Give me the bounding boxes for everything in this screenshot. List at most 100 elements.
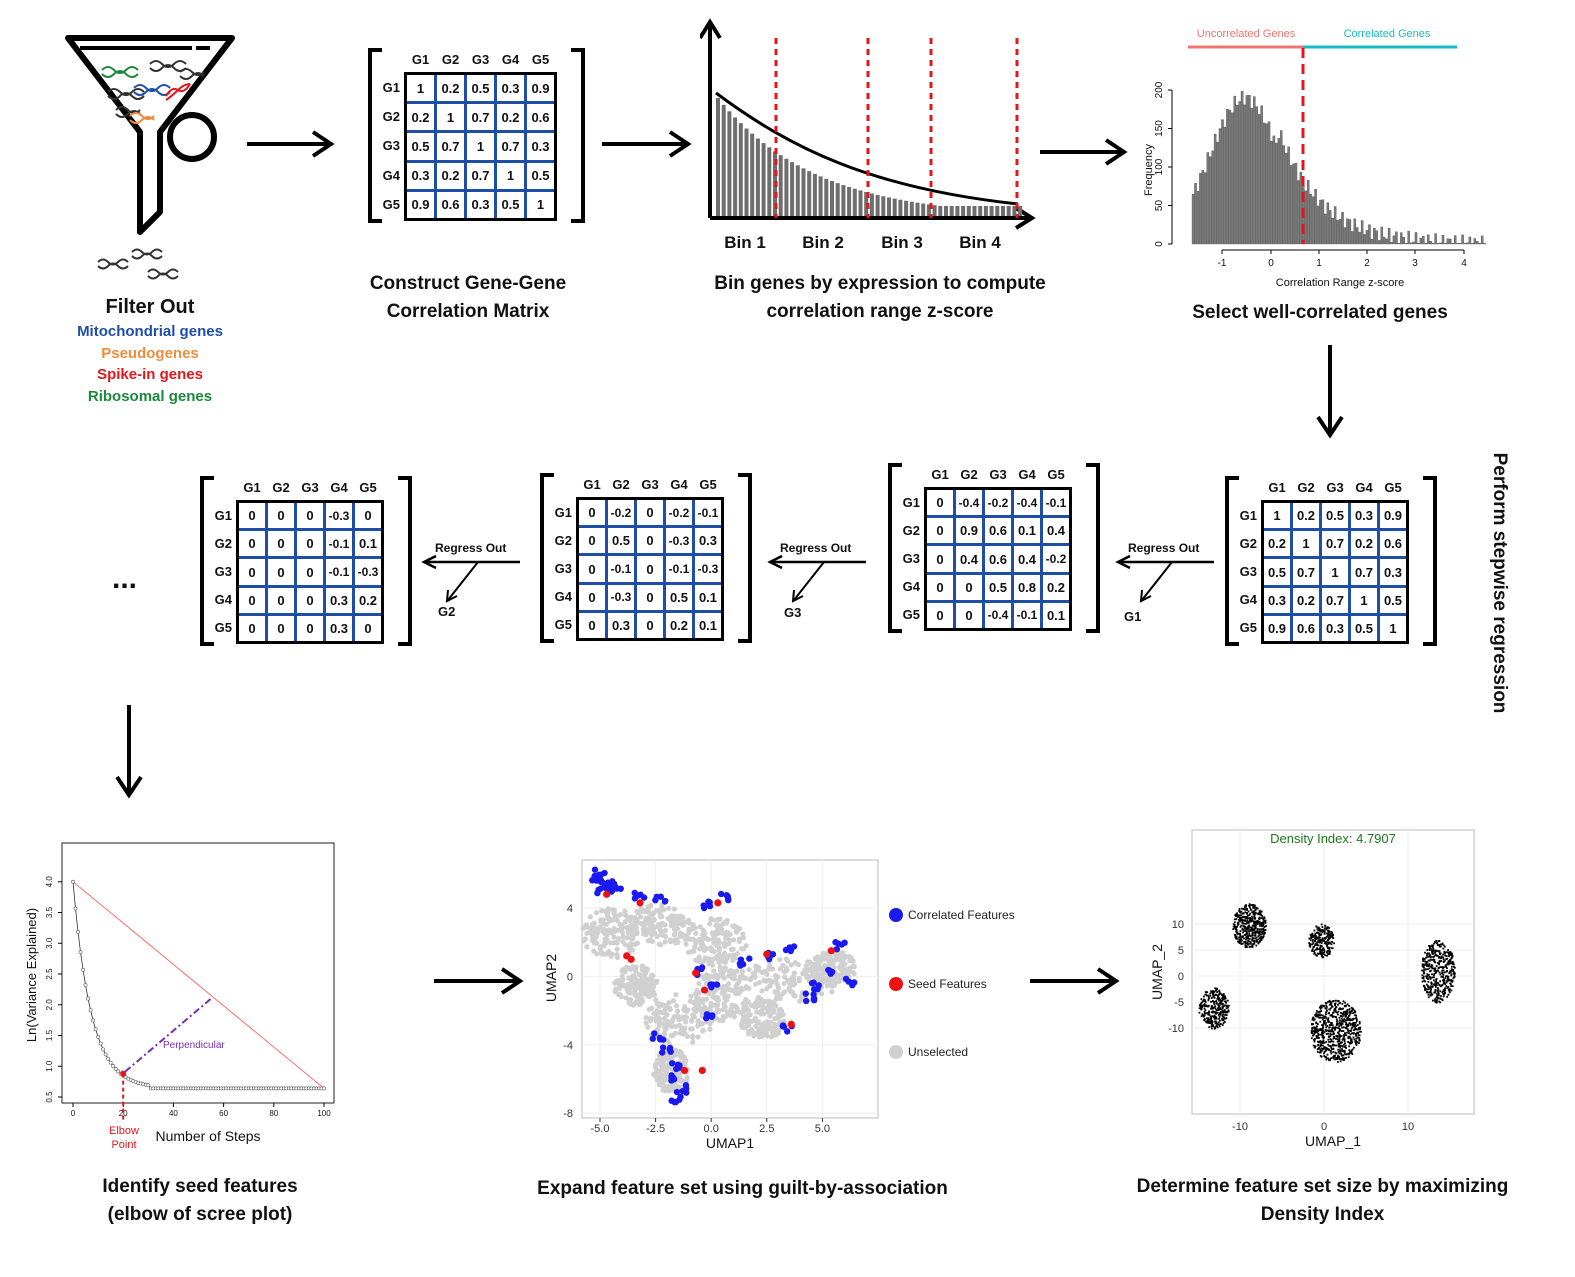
cell-point <box>1429 977 1432 979</box>
unselected-point <box>626 986 632 992</box>
unselected-point <box>604 928 610 934</box>
cell-point <box>1435 965 1438 967</box>
cell-point <box>1332 1048 1335 1050</box>
cell-point <box>1236 932 1239 935</box>
unselected-point <box>746 966 752 973</box>
cell-point <box>1422 975 1425 978</box>
matrix-cell: 1 <box>1293 531 1319 557</box>
cell-point <box>1442 966 1444 969</box>
cell-point <box>1218 1005 1221 1008</box>
unselected-point <box>796 978 802 984</box>
cell-point <box>1435 1000 1438 1002</box>
cell-point <box>1238 909 1241 912</box>
cell-point <box>1338 1025 1340 1028</box>
cell-point <box>1330 1052 1333 1055</box>
unselected-point <box>716 958 722 964</box>
cell-point <box>1220 994 1223 996</box>
histogram-bar <box>1341 211 1344 245</box>
cell-point <box>1218 999 1220 1002</box>
cell-point <box>1245 922 1248 925</box>
unselected-point <box>661 907 667 913</box>
unselected-point <box>769 979 775 985</box>
cell-point <box>1355 1034 1357 1037</box>
cell-point <box>1214 1007 1217 1010</box>
cell-point <box>1321 1028 1324 1030</box>
bin-bar <box>887 197 891 216</box>
matrix-cell: 0.6 <box>437 191 464 218</box>
cell-point <box>1329 1014 1332 1017</box>
cell-point <box>1338 1052 1341 1055</box>
matrix-cell: 0.5 <box>666 584 692 610</box>
cell-point <box>1256 919 1259 922</box>
unselected-point <box>848 956 855 962</box>
cell-point <box>1336 1036 1339 1038</box>
plot-frame <box>61 842 335 1104</box>
unselected-point <box>638 999 644 1005</box>
unselected-point <box>716 939 723 946</box>
arrow-right-icon <box>1040 138 1128 166</box>
x-tick-label: -5.0 <box>591 1123 610 1135</box>
cell-point <box>1264 929 1267 931</box>
unselected-point <box>675 1014 681 1020</box>
unselected-point <box>691 948 697 954</box>
cell-point <box>1262 923 1265 925</box>
histogram-bar <box>1444 243 1447 245</box>
cell-point <box>1347 1056 1350 1059</box>
cell-point <box>1319 946 1322 948</box>
cell-point <box>1442 956 1444 959</box>
cell-point <box>1206 994 1208 997</box>
cell-point <box>1330 1001 1333 1004</box>
cell-point <box>1311 949 1313 952</box>
cell-point <box>1210 1020 1212 1022</box>
cell-point <box>1254 932 1257 935</box>
cell-point <box>1429 977 1432 980</box>
cell-point <box>1318 1006 1321 1009</box>
cell-point <box>1317 1013 1320 1016</box>
unselected-point <box>639 967 645 973</box>
cell-point <box>1232 925 1235 928</box>
cell-point <box>1202 1004 1205 1007</box>
cell-point <box>1208 1026 1211 1029</box>
cell-point <box>1252 943 1255 945</box>
cell-point <box>1422 970 1425 973</box>
unselected-point <box>614 940 620 946</box>
cell-point <box>1448 990 1451 993</box>
cell-point <box>1323 940 1326 943</box>
cell-point <box>1205 1020 1207 1023</box>
cell-point <box>1338 1038 1341 1040</box>
cell-point <box>1346 1009 1349 1011</box>
cell-point <box>1431 951 1433 953</box>
correlated-point <box>802 990 809 997</box>
unselected-point <box>740 1000 746 1007</box>
cell-point <box>1335 1044 1338 1047</box>
histogram-bar <box>1436 243 1440 245</box>
regress-arrow-g2 <box>421 554 520 603</box>
correlated-point <box>787 947 794 955</box>
cell-point <box>1219 1007 1222 1010</box>
cell-point <box>1246 912 1249 914</box>
cell-point <box>1335 1035 1338 1038</box>
histogram-bar <box>1427 234 1430 245</box>
matrix-cell: 1 <box>467 133 494 160</box>
x-tick-label: 80 <box>269 1109 278 1118</box>
cell-point <box>1446 957 1449 960</box>
cell-point <box>1242 908 1245 910</box>
cell-point <box>1331 1030 1334 1033</box>
cell-point <box>1319 1016 1322 1019</box>
unselected-point <box>653 997 659 1003</box>
matrix-cell: 0 <box>239 531 265 557</box>
cell-point <box>1203 1005 1206 1008</box>
unselected-point <box>589 931 595 937</box>
cell-point <box>1204 991 1207 993</box>
unselected-point <box>674 939 681 945</box>
cell-point <box>1433 960 1436 963</box>
cell-point <box>1345 1053 1348 1056</box>
unselected-point <box>707 1026 713 1032</box>
cell-point <box>1352 1032 1355 1035</box>
cell-point <box>1250 930 1252 932</box>
unselected-point <box>683 1019 689 1025</box>
cell-point <box>1312 1044 1315 1047</box>
cell-point <box>1252 928 1255 931</box>
correlated-point <box>803 997 810 1005</box>
